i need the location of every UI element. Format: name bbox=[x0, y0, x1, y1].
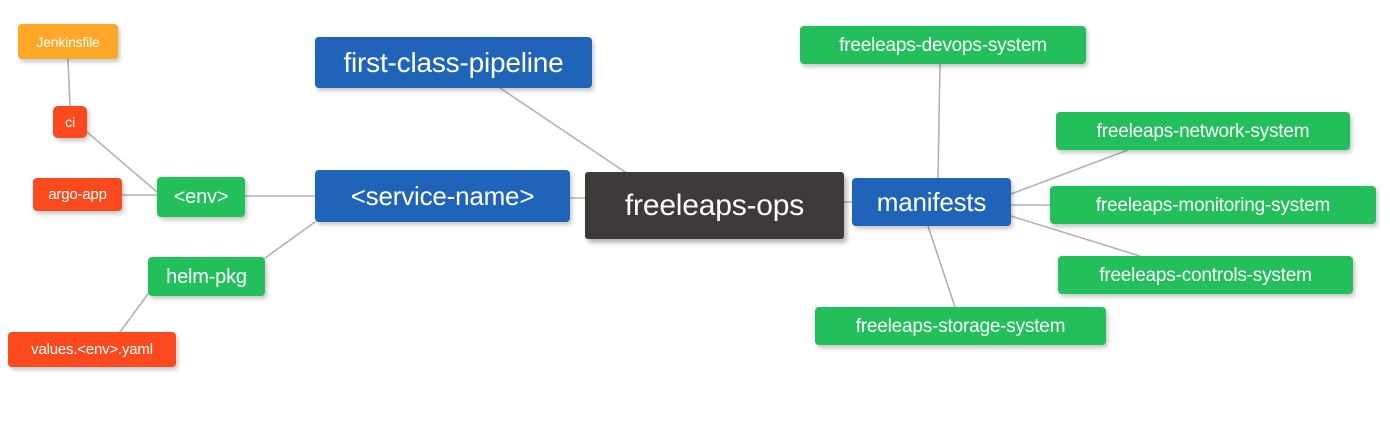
node-helm-pkg[interactable]: helm-pkg bbox=[148, 257, 265, 296]
node-freeleaps-monitoring-system[interactable]: freeleaps-monitoring-system bbox=[1050, 186, 1376, 224]
node-label-helm-pkg: helm-pkg bbox=[166, 265, 247, 288]
node-label-argo-app: argo-app bbox=[48, 186, 107, 203]
node-label-freeleaps-devops-system: freeleaps-devops-system bbox=[839, 34, 1047, 56]
node-label-env: <env> bbox=[173, 186, 229, 208]
node-label-manifests: manifests bbox=[876, 187, 987, 217]
node-label-freeleaps-monitoring-system: freeleaps-monitoring-system bbox=[1095, 194, 1331, 216]
node-freeleaps-network-system[interactable]: freeleaps-network-system bbox=[1056, 112, 1350, 150]
node-freeleaps-controls-system[interactable]: freeleaps-controls-system bbox=[1058, 256, 1353, 294]
edge-first-class-pipeline-to-freeleaps-ops bbox=[499, 87, 626, 173]
node-label-service-name: <service-name> bbox=[350, 181, 535, 211]
node-label-freeleaps-storage-system: freeleaps-storage-system bbox=[855, 315, 1066, 337]
node-label-freeleaps-ops: freeleaps-ops bbox=[624, 188, 805, 222]
node-ci[interactable]: ci bbox=[53, 106, 87, 138]
node-values-yaml[interactable]: values.<env>.yaml bbox=[8, 332, 176, 367]
node-label-first-class-pipeline: first-class-pipeline bbox=[343, 46, 564, 78]
edge-helm-pkg-to-values-yaml bbox=[119, 293, 149, 333]
node-manifests[interactable]: manifests bbox=[852, 178, 1011, 226]
node-label-jenkinsfile: Jenkinsfile bbox=[36, 33, 100, 50]
node-freeleaps-storage-system[interactable]: freeleaps-storage-system bbox=[815, 307, 1106, 345]
edge-service-name-to-helm-pkg bbox=[264, 221, 316, 259]
node-freeleaps-devops-system[interactable]: freeleaps-devops-system bbox=[800, 26, 1086, 64]
node-label-ci: ci bbox=[65, 114, 75, 130]
node-service-name[interactable]: <service-name> bbox=[315, 170, 570, 222]
edge-manifests-to-freeleaps-storage-system bbox=[927, 225, 956, 308]
edge-manifests-to-freeleaps-devops-system bbox=[937, 63, 941, 179]
node-argo-app[interactable]: argo-app bbox=[33, 178, 122, 211]
edge-jenkinsfile-to-ci bbox=[67, 58, 71, 107]
node-freeleaps-ops[interactable]: freeleaps-ops bbox=[585, 172, 844, 239]
node-label-freeleaps-controls-system: freeleaps-controls-system bbox=[1099, 264, 1312, 286]
node-label-freeleaps-network-system: freeleaps-network-system bbox=[1096, 120, 1310, 142]
node-first-class-pipeline[interactable]: first-class-pipeline bbox=[315, 37, 592, 88]
node-label-values-yaml: values.<env>.yaml bbox=[31, 341, 153, 358]
node-jenkinsfile[interactable]: Jenkinsfile bbox=[18, 24, 118, 59]
node-env[interactable]: <env> bbox=[157, 177, 245, 217]
